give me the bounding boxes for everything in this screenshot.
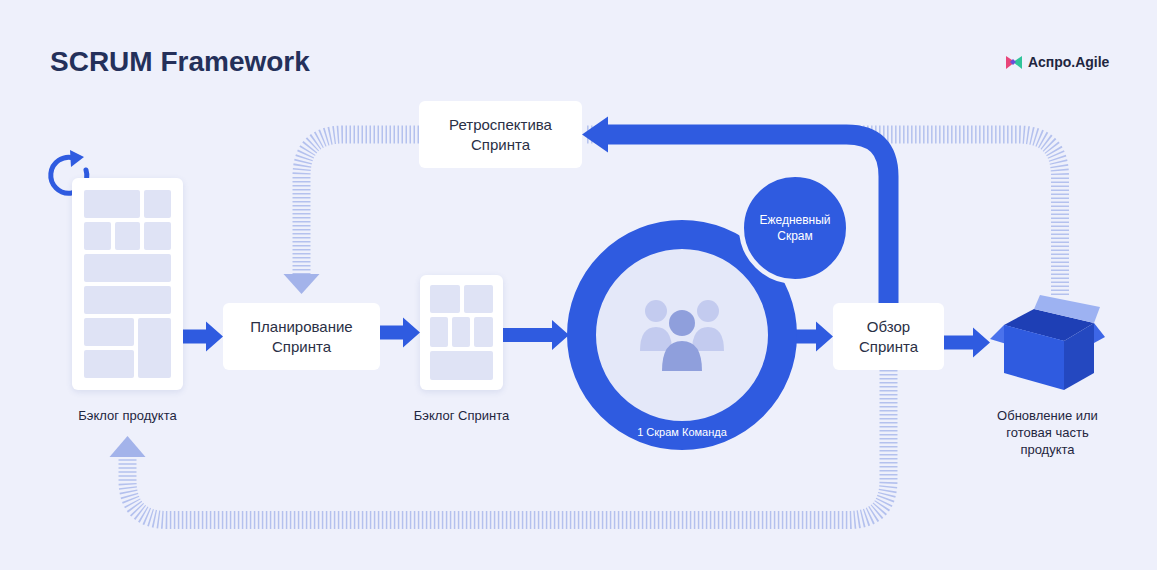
flow-band: [302, 135, 420, 276]
arrow-head: [110, 436, 146, 457]
arrow-body: [795, 322, 833, 352]
node-label: Бэклог Спринта: [406, 407, 518, 424]
backlog-tile: [452, 317, 470, 347]
connector: [284, 135, 420, 295]
retro-box: Ретроспектива Спринта: [419, 101, 582, 168]
review-box: Обзор Спринта: [833, 303, 944, 370]
sprint-backlog: Бэклог Спринта: [420, 275, 503, 390]
increment-box: Обновление или готовая часть продукта: [990, 295, 1105, 390]
backlog-tile: [115, 222, 140, 250]
backlog-tile: [138, 318, 171, 378]
team-label: 1 Скрам Команда: [567, 425, 797, 439]
connector: [183, 322, 223, 352]
backlog-tile: [144, 222, 171, 250]
arrow-body: [380, 318, 420, 348]
person: [697, 300, 719, 322]
person: [645, 300, 667, 322]
person: [669, 310, 695, 336]
node-text: Ежедневный Скрам: [751, 212, 839, 244]
arrow-body: [944, 328, 990, 358]
backlog-tile: [84, 254, 171, 282]
backlog-tile: [474, 317, 493, 347]
node-label: Бэклог продукта: [72, 407, 184, 424]
backlog-board: [72, 178, 183, 390]
people-icon: [632, 293, 732, 373]
arrow-body: [503, 320, 569, 350]
box-front: [1004, 325, 1064, 390]
backlog-tile: [84, 286, 171, 314]
logo-icon: [1006, 56, 1022, 69]
process-box: Планирование Спринта: [223, 303, 380, 370]
box-side: [1064, 323, 1094, 390]
box-flap: [1034, 295, 1100, 323]
backlog-tile: [84, 350, 134, 378]
backlog-tile: [84, 222, 111, 250]
arrow-body: [183, 322, 223, 352]
backlog-board: [420, 275, 503, 390]
node-text: Планирование Спринта: [233, 317, 370, 357]
box-flap: [1094, 323, 1105, 343]
person: [662, 341, 702, 371]
backlog-tile: [430, 285, 460, 313]
person: [640, 327, 672, 351]
connector: [944, 328, 990, 358]
connector: [380, 318, 420, 348]
node-label: Обновление или готовая часть продукта: [992, 407, 1104, 458]
backlog-tile: [464, 285, 493, 313]
arrow-head: [582, 117, 608, 153]
connector: [503, 320, 569, 350]
backlog-tile: [84, 318, 134, 346]
product-backlog: Бэклог продукта: [72, 178, 183, 390]
arrow-head: [284, 274, 320, 294]
node-text: Обзор Спринта: [843, 317, 934, 357]
backlog-tile: [430, 317, 448, 347]
backlog-tile: [144, 190, 171, 218]
brand-label: Аспро.Agile: [1028, 54, 1109, 70]
backlog-tile: [430, 351, 493, 380]
person: [692, 327, 724, 351]
diagram-title: SCRUM Framework: [50, 46, 310, 78]
backlog-tile: [84, 190, 140, 218]
node-text: Ретроспектива Спринта: [429, 115, 572, 155]
box-illustration: [990, 295, 1105, 390]
daily-circle: Ежедневный Скрам: [739, 172, 851, 284]
connector: [795, 322, 833, 352]
